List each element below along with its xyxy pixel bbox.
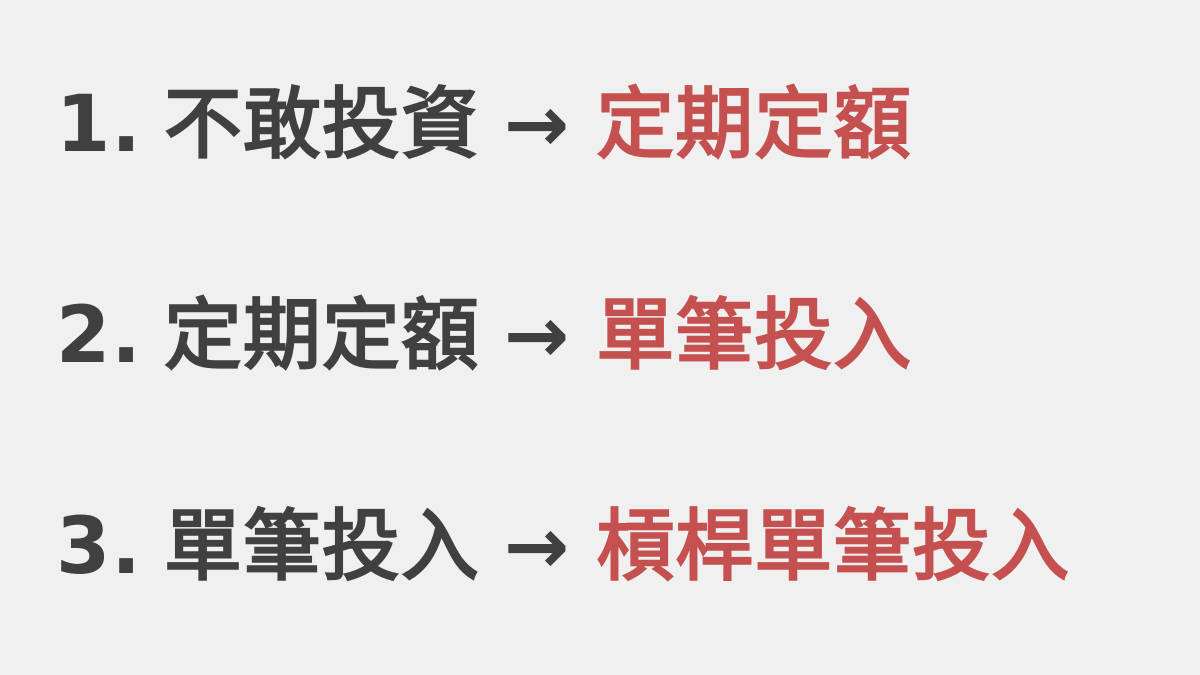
arrow-right-icon: →	[503, 80, 571, 170]
step-number: 2.	[56, 291, 142, 381]
step-number: 3.	[56, 502, 142, 592]
step-row-1: 1. 不敢投資 → 定期定額	[56, 75, 912, 175]
step-to-text: 槓桿單筆投入	[596, 502, 1071, 592]
step-to-text: 單筆投入	[596, 291, 913, 381]
step-row-3: 3. 單筆投入 → 槓桿單筆投入	[56, 497, 1070, 597]
step-to-text: 定期定額	[596, 80, 913, 170]
step-from-text: 定期定額	[163, 291, 480, 381]
arrow-right-icon: →	[503, 291, 571, 381]
step-row-2: 2. 定期定額 → 單筆投入	[56, 286, 912, 386]
arrow-right-icon: →	[503, 502, 571, 592]
step-from-text: 單筆投入	[163, 502, 480, 592]
step-number: 1.	[56, 80, 142, 170]
step-from-text: 不敢投資	[163, 80, 480, 170]
